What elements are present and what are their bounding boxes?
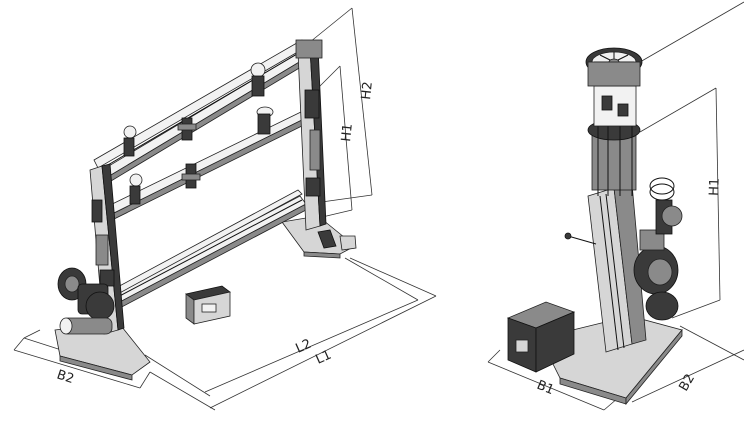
b2-label: B2 [55,368,76,388]
clamp [181,163,201,189]
clamp [250,62,266,97]
rail-clamps [123,62,274,205]
side-pin [564,232,597,245]
motor-assembly [57,267,115,335]
right-foot-plate [281,215,357,259]
floor-box [185,285,231,325]
base-box [506,301,576,373]
dimension-b2: B2 [13,337,151,389]
dimension-h2-b [639,1,744,63]
side-motor [633,229,679,321]
h2-label: H2 [359,81,376,101]
b2-b-label: B2 [676,372,698,394]
dimension-l1: L1 [149,257,437,411]
upper-head [587,84,641,196]
cable-coil [649,177,683,235]
left-post [89,163,125,335]
l2-label: L2 [294,337,314,357]
clamp [129,173,143,205]
clamp [177,117,197,141]
dimension-h1-b: H1 [639,87,723,319]
h1-label: H1 [339,123,356,143]
top-wheel [585,47,643,87]
dimension-b2-b: B2 [631,325,744,403]
b1-b-label: B1 [535,378,557,398]
base-plate [539,315,683,406]
frame-machine-figure: H2 H1 L2 L1 B1 [13,7,437,411]
h1-b-label: H1 [707,178,723,197]
dimension-l2: L2 [144,257,419,397]
column [587,183,647,353]
clamp [123,125,137,157]
l1-label: L1 [314,348,334,368]
dimension-h1: H1 [317,65,356,219]
clamp [256,106,274,135]
column-machine-figure: H1 B1 B2 [487,1,744,411]
right-post [295,39,327,231]
dimension-b1-b: B1 [487,349,619,411]
